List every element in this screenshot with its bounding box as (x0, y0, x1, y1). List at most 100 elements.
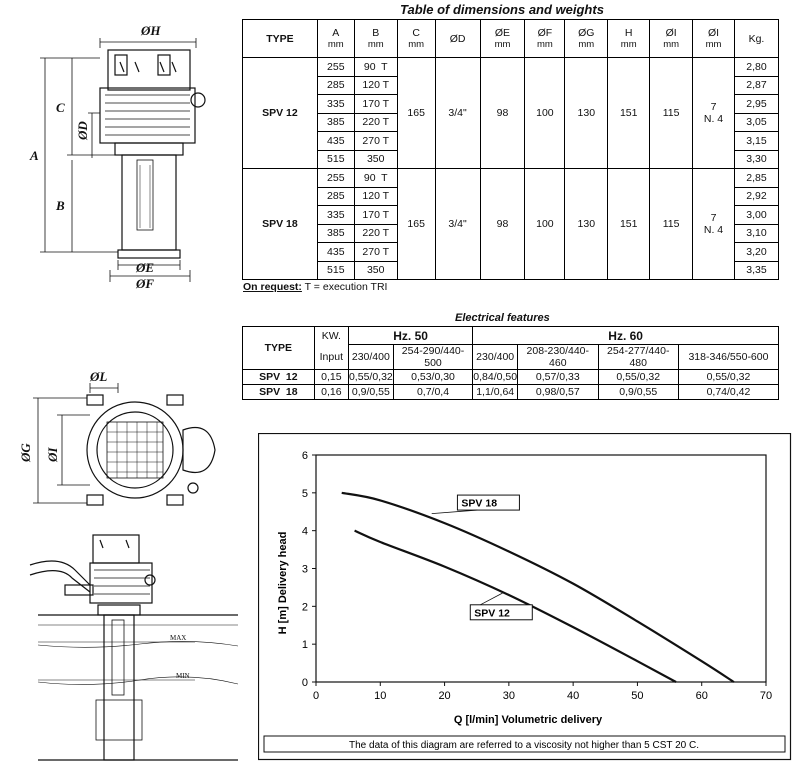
dim-kg-cell: 3,00 (733, 205, 780, 225)
y-tick-label: 0 (302, 677, 308, 689)
dim-a-cell: 255 (316, 168, 355, 188)
dim-a-cell: 435 (316, 131, 355, 151)
dim-b-cell: 270 T (353, 131, 398, 151)
dim-header-unit: mm (578, 39, 595, 50)
y-tick-label: 4 (302, 526, 308, 538)
dim-kg-cell: 2,87 (733, 75, 780, 95)
dim-header-name: C (412, 27, 420, 39)
dim-a-cell: 335 (316, 205, 355, 225)
dim-b-cell: 170 T (353, 205, 398, 225)
dim-kg-cell: 2,85 (733, 168, 780, 188)
dim-header-name: B (372, 27, 380, 39)
dim-l-count: N. 4 (703, 113, 724, 125)
dim-header-unit: mm (327, 39, 344, 50)
x-tick-label: 40 (567, 690, 579, 702)
dim-e-cell: 98 (479, 57, 526, 169)
elec-value-cell: 0,98/0,57 (517, 384, 599, 400)
series-label-box (469, 604, 533, 621)
dim-header-name: Kg. (748, 32, 765, 45)
elec-type-cell: SPV 12 (242, 369, 315, 385)
dim-a-cell: 515 (316, 260, 355, 280)
elec-value-cell: 0,9/0,55 (347, 384, 394, 400)
dim-b-cell: 90 T (353, 57, 398, 77)
note-label: On request: (243, 281, 302, 293)
dim-kg-cell: 2,95 (733, 94, 780, 114)
x-tick-label: 20 (438, 690, 450, 702)
elec-value-cell: 0,55/0,32 (597, 369, 679, 385)
voltage-header-3: 208-230/440-460 (517, 344, 599, 370)
dim-header-name: ØE (494, 27, 511, 39)
dim-c-cell: 165 (396, 57, 436, 169)
request-note: On request: T = execution TRI (243, 281, 387, 293)
dim-header-unit: mm (367, 39, 384, 50)
voltage-header-5: 318-346/550-600 (677, 344, 780, 370)
dim-g-cell: 130 (564, 168, 609, 280)
x-tick-label: 10 (374, 690, 386, 702)
dim-c-cell: 165 (396, 168, 436, 280)
dim-b-cell: 170 T (353, 94, 398, 114)
type-cell: SPV 18 (242, 168, 318, 280)
y-tick-label: 1 (302, 639, 308, 651)
dim-b-cell: 90 T (353, 168, 398, 188)
dim-header-unit: mm (408, 39, 425, 50)
x-tick-label: 0 (313, 690, 319, 702)
x-tick-label: 70 (760, 690, 772, 702)
dim-h-cell: 151 (607, 57, 651, 169)
pump-technical-drawings: ØH C ØD A B ØE ØF ØL ØG ØI MAX MIN (18, 23, 239, 761)
voltage-header-0: 230/400 (347, 344, 394, 370)
elec-value-cell: 0,74/0,42 (677, 384, 780, 400)
dim-header-name: ØF (537, 27, 553, 39)
hz60-header: Hz. 60 (472, 326, 779, 345)
label-f: ØF (135, 276, 154, 291)
elec-type-header: TYPE (242, 326, 315, 370)
dim-g-cell: 130 (564, 57, 609, 169)
hz50-header: Hz. 50 (347, 326, 474, 345)
dim-h-cell: 151 (607, 168, 651, 280)
dim-header-name: ØI (665, 27, 677, 39)
series-label: SPV 12 (474, 607, 510, 619)
elec-value-cell: 0,57/0,33 (517, 369, 599, 385)
dim-l-value: 7 (710, 212, 717, 224)
series-line-0 (341, 491, 735, 683)
electrical-title: Electrical features (455, 312, 550, 324)
dim-header-4: ØD (434, 19, 481, 58)
chart-frame (258, 433, 792, 761)
pump-side-view (99, 49, 206, 259)
dim-a-cell: 285 (316, 186, 355, 206)
dim-header-unit: mm (536, 39, 553, 50)
dim-header-unit: mm (620, 39, 637, 50)
note-text: T = execution TRI (301, 281, 388, 293)
dim-header-name: TYPE (266, 32, 294, 45)
dim-b-cell: 120 T (353, 75, 398, 95)
voltage-header-2: 230/400 (472, 344, 519, 370)
dim-kg-cell: 3,20 (733, 242, 780, 262)
elec-kw-cell: 0,16 (313, 384, 349, 400)
dim-d-cell: 3/4" (434, 168, 481, 280)
x-axis-label: Q [l/min] Volumetric delivery (454, 714, 603, 726)
elec-input-header: Input (313, 344, 349, 370)
label-h: ØH (140, 23, 161, 38)
series-label-box (456, 494, 520, 511)
dim-kg-cell: 2,92 (733, 186, 780, 206)
dim-kg-cell: 3,30 (733, 149, 780, 169)
elec-kw-header: KW. (313, 326, 349, 345)
chart-footnote: The data of this diagram are referred to… (349, 740, 699, 751)
dim-kg-cell: 3,35 (733, 260, 780, 280)
dim-header-name: A (332, 27, 340, 39)
